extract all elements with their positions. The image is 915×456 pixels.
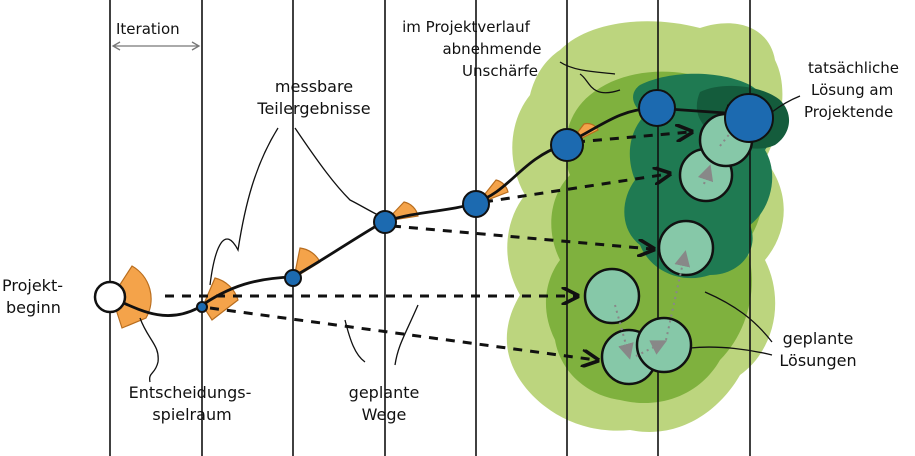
milestone: [462, 190, 490, 218]
planned-solutions: [583, 112, 754, 386]
unschaerfe-label-1: im Projektverlauf: [402, 18, 530, 36]
iteration-label: Iteration: [116, 20, 180, 38]
planned-solution: [657, 219, 715, 277]
project-start-circle: [93, 280, 127, 314]
tatsaechlich-label-3: Projektende: [804, 103, 893, 121]
actual-solution-circle: [724, 93, 774, 143]
fan-1: [202, 277, 239, 321]
milestone: [196, 301, 208, 313]
messbare-label-1: messbare: [275, 77, 353, 96]
wege-label-1: geplante: [349, 383, 420, 402]
solution-connectors: [614, 111, 747, 360]
loesungen-label-1: geplante: [783, 329, 854, 348]
messbare-label-2: Teilergebnisse: [256, 99, 370, 118]
tatsaechlich-label-1: tatsächliche: [808, 59, 899, 77]
wege-label-2: Wege: [362, 405, 407, 424]
planned-solution: [635, 316, 693, 374]
annotation-leaders: [139, 61, 801, 383]
projektbeginn-label-1: Projekt-: [2, 276, 63, 295]
tatsaechlich-label-2: Lösung am: [811, 81, 893, 99]
planned-paths: [165, 132, 690, 360]
decision-fans: [111, 122, 599, 329]
projektbeginn-label-2: beginn: [6, 298, 61, 317]
milestone: [284, 269, 302, 287]
planned-solution: [583, 267, 641, 325]
entscheidung-label-2: spielraum: [152, 405, 231, 424]
milestone: [638, 89, 676, 127]
milestones: [196, 89, 774, 313]
loesungen-label-2: Lösungen: [779, 351, 856, 370]
unschaerfe-label-3: Unschärfe: [462, 62, 538, 80]
fan-start: [111, 265, 152, 329]
unschaerfe-label-2: abnehmende: [442, 40, 541, 58]
milestone: [373, 210, 397, 234]
iteration-span-arrow: [111, 41, 201, 51]
entscheidung-label-1: Entscheidungs-: [129, 383, 252, 402]
milestone: [550, 128, 584, 162]
